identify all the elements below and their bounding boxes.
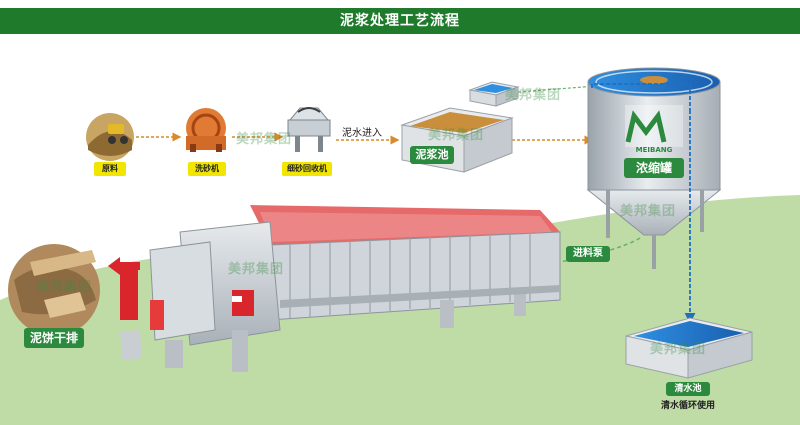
- page-title: 泥浆处理工艺流程: [0, 8, 800, 34]
- recovery-machine-image: [287, 107, 331, 152]
- stage-label-raw: 原料: [94, 162, 126, 176]
- stage-label-tank: 浓缩罐: [624, 158, 684, 178]
- thickening-tank-image: [586, 67, 722, 269]
- dashed-link-box-tank: [517, 85, 597, 93]
- stage-label-washer: 洗砂机: [188, 162, 226, 176]
- stage-label-recovery: 细砂回收机: [282, 162, 332, 176]
- sand-washer-image: [186, 108, 226, 152]
- clear-water-pool-image: [625, 317, 753, 379]
- stage-label-mud-pool: 泥浆池: [410, 146, 454, 164]
- mud-cake-image: [8, 244, 100, 336]
- brand-logo-text: MEIBANG: [635, 146, 673, 154]
- raw-material-image: [86, 113, 134, 161]
- clear-water-pipe: [591, 83, 690, 322]
- discharge-arrow: [108, 257, 140, 275]
- stage-label-clear-pool: 清水池: [666, 382, 710, 396]
- filter-press-image: [120, 205, 561, 372]
- stage-label-cake: 泥饼干排: [24, 328, 84, 348]
- small-water-box-image: [468, 81, 520, 107]
- stage-label-recycle: 清水循环使用: [660, 401, 715, 411]
- stage-label-feed-pump: 进料泵: [566, 246, 610, 262]
- stage-label-mud-in: 泥水进入: [342, 128, 382, 139]
